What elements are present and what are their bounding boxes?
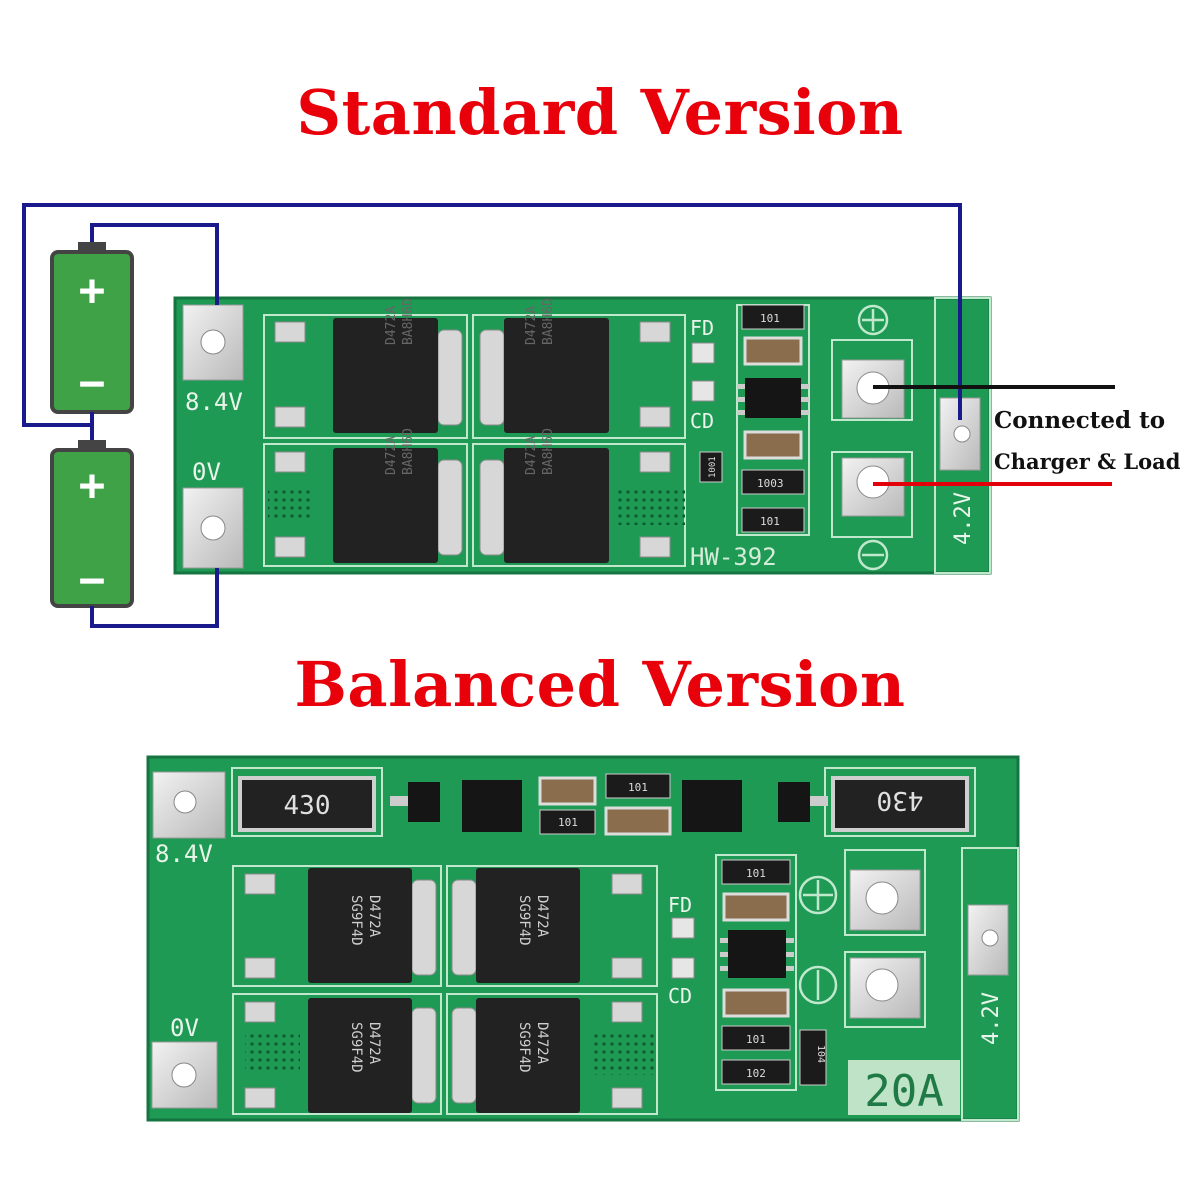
svg-text:BA8H6D: BA8H6D [541, 298, 556, 345]
resistor-101-bottom: 101 [741, 507, 805, 533]
pad-8v4 [182, 304, 244, 381]
svg-text:BA8H6D: BA8H6D [541, 428, 556, 475]
svg-text:101: 101 [558, 816, 578, 829]
battery-top-plus: + [79, 265, 106, 316]
battery-bottom-plus: + [79, 460, 106, 511]
svg-text:D472A: D472A [366, 895, 382, 938]
mosfet-3: D472A BA8H6D [333, 428, 438, 563]
bal-mosfet-1: D472A SG9F4D [308, 868, 412, 983]
bal-fd-led [671, 917, 695, 939]
mosfet-4: D472A BA8H6D [504, 428, 609, 563]
resistor-1001: 1001 [699, 451, 723, 483]
svg-text:D472A: D472A [524, 436, 539, 475]
bal-cd-label: CD [668, 984, 692, 1008]
svg-text:BA8H6D: BA8H6D [401, 298, 416, 345]
svg-text:430: 430 [284, 791, 331, 821]
pad-0v [182, 487, 244, 569]
bal-cd-led [671, 957, 695, 979]
svg-text:101: 101 [746, 1033, 766, 1046]
current-rating-label: 20A [864, 1066, 943, 1117]
svg-text:SG9F4D: SG9F4D [516, 895, 532, 946]
svg-text:101: 101 [746, 867, 766, 880]
svg-text:D472A: D472A [384, 306, 399, 345]
bal-output-pad-negative [798, 951, 926, 1028]
svg-text:D472A: D472A [384, 436, 399, 475]
wiring-note-line2: Charger & Load [994, 449, 1181, 474]
balanced-version-title: Balanced Version [294, 648, 906, 721]
cd-led [691, 380, 715, 402]
bal-fd-label: FD [668, 893, 692, 917]
bal-label-0v: 0V [170, 1014, 199, 1042]
control-ic [737, 378, 809, 418]
svg-text:BA8H6D: BA8H6D [401, 428, 416, 475]
svg-text:SG9F4D: SG9F4D [348, 895, 364, 946]
bal-label-8v4: 8.4V [155, 840, 213, 868]
wiring-note-line1: Connected to [994, 407, 1166, 434]
balance-resistor-left: 430 [231, 767, 383, 837]
svg-text:101: 101 [760, 312, 780, 325]
output-pad-negative [831, 451, 913, 571]
svg-text:102: 102 [746, 1067, 766, 1080]
fd-led [691, 342, 715, 364]
bal-pad-0v [151, 1041, 218, 1109]
mosfet-2: D472A BA8H6D [504, 298, 609, 433]
svg-text:104: 104 [815, 1045, 826, 1063]
bal-mosfet-4: D472A SG9F4D [476, 998, 580, 1113]
top-row-components: 101 101 [390, 773, 828, 836]
label-8v4: 8.4V [185, 388, 243, 416]
bal-mosfet-2: D472A SG9F4D [476, 868, 580, 983]
svg-text:101: 101 [628, 781, 648, 794]
pad-4v2 [939, 397, 981, 471]
bal-mosfet-3: D472A SG9F4D [308, 998, 412, 1113]
resistor-101-top: 101 [741, 304, 805, 330]
bal-output-pad-positive [798, 849, 926, 936]
standard-version-title: Standard Version [296, 76, 904, 149]
svg-text:430: 430 [877, 785, 924, 815]
resistor-1003: 1003 [741, 469, 805, 495]
wiring [22, 203, 1115, 628]
svg-text:SG9F4D: SG9F4D [348, 1022, 364, 1073]
battery-bottom: + − [50, 440, 134, 608]
bal-label-4v2: 4.2V [979, 992, 1004, 1045]
svg-text:D472A: D472A [366, 1022, 382, 1065]
standard-board: 8.4V 0V D472A BA8H6D D472A BA8H6D [173, 296, 992, 575]
label-4v2: 4.2V [951, 492, 976, 545]
svg-text:1003: 1003 [757, 477, 784, 490]
cd-label: CD [690, 409, 714, 433]
battery-top: + − [50, 242, 134, 414]
battery-bottom-minus: − [79, 555, 106, 606]
mosfet-1: D472A BA8H6D [333, 298, 438, 433]
battery-top-minus: − [79, 358, 106, 409]
balance-resistor-right: 430 [824, 767, 976, 837]
label-0v: 0V [192, 458, 221, 486]
svg-text:D472A: D472A [534, 1022, 550, 1065]
svg-text:SG9F4D: SG9F4D [516, 1022, 532, 1073]
bal-pad-4v2 [967, 904, 1009, 976]
bal-control-ic [720, 930, 794, 978]
svg-text:D472A: D472A [534, 895, 550, 938]
svg-text:1001: 1001 [708, 456, 718, 478]
bal-pad-8v4 [152, 771, 226, 839]
board-model-label: HW-392 [690, 543, 777, 571]
svg-text:D472A: D472A [524, 306, 539, 345]
balanced-board: 8.4V 430 430 101 101 [146, 755, 1020, 1122]
fd-label: FD [690, 316, 714, 340]
svg-text:101: 101 [760, 515, 780, 528]
